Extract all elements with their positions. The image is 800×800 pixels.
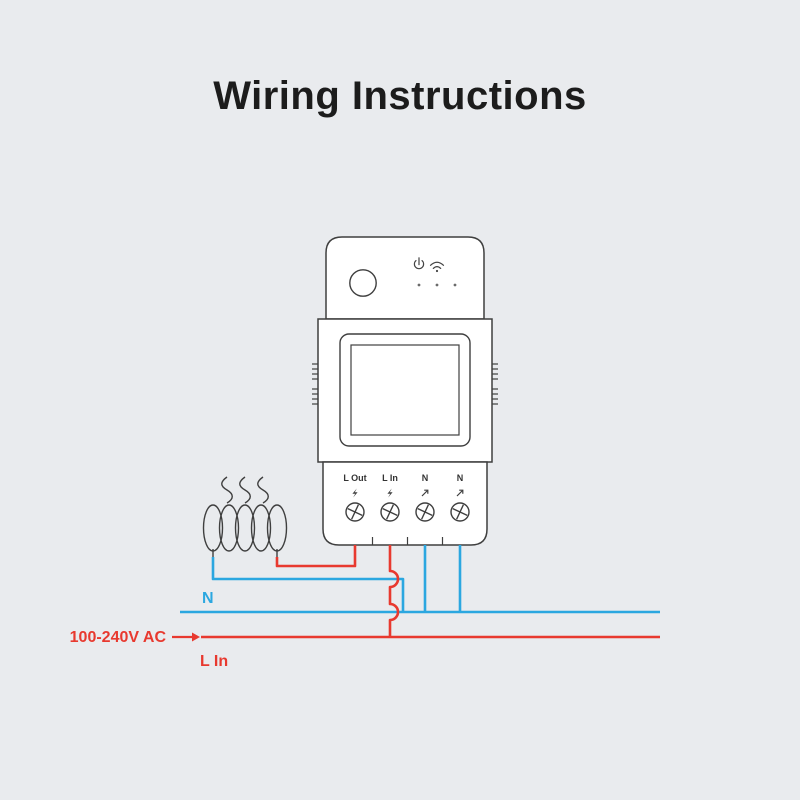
terminal-screw-l-out xyxy=(345,502,365,522)
display-bezel xyxy=(339,333,471,447)
device-top-cap xyxy=(325,236,485,320)
terminal-screw-l-in xyxy=(380,502,400,522)
terminal-label-n-out: N xyxy=(457,473,464,483)
device-illustration: L Out L In N N xyxy=(312,236,498,546)
heater-coil xyxy=(202,504,288,559)
neutral-load-wire xyxy=(211,557,405,611)
device-body xyxy=(317,318,493,463)
wifi-icon xyxy=(429,261,445,273)
live-bus-label: L In xyxy=(200,653,228,670)
led-indicator xyxy=(453,283,457,287)
terminal-separators xyxy=(371,537,444,545)
live-in-wire xyxy=(388,545,400,638)
terminal-screw-n-in xyxy=(415,502,435,522)
display-screen xyxy=(350,344,460,436)
lightning-icon xyxy=(352,488,358,498)
arrow-right-icon xyxy=(172,632,200,642)
led-indicator xyxy=(435,283,439,287)
power-icon xyxy=(413,257,425,270)
heat-waves-icon xyxy=(221,476,269,504)
din-clip-left xyxy=(312,363,319,405)
page-title: Wiring Instructions xyxy=(213,74,587,118)
device-button xyxy=(349,269,377,297)
arrow-out-icon xyxy=(456,489,464,497)
din-clip-right xyxy=(491,363,498,405)
live-out-wire xyxy=(275,545,357,568)
led-indicator xyxy=(417,283,421,287)
supply-label: 100-240V AC xyxy=(70,629,167,646)
terminal-screw-n-out xyxy=(450,502,470,522)
terminal-label-n-in: N xyxy=(422,473,429,483)
device-terminal-section xyxy=(322,461,488,546)
terminal-label-l-in: L In xyxy=(382,473,398,483)
neutral-bus-label: N xyxy=(202,590,214,607)
heater-icon xyxy=(202,476,288,559)
terminal-label-l-out: L Out xyxy=(343,473,366,483)
lightning-icon xyxy=(387,488,393,498)
arrow-out-icon xyxy=(421,489,429,497)
